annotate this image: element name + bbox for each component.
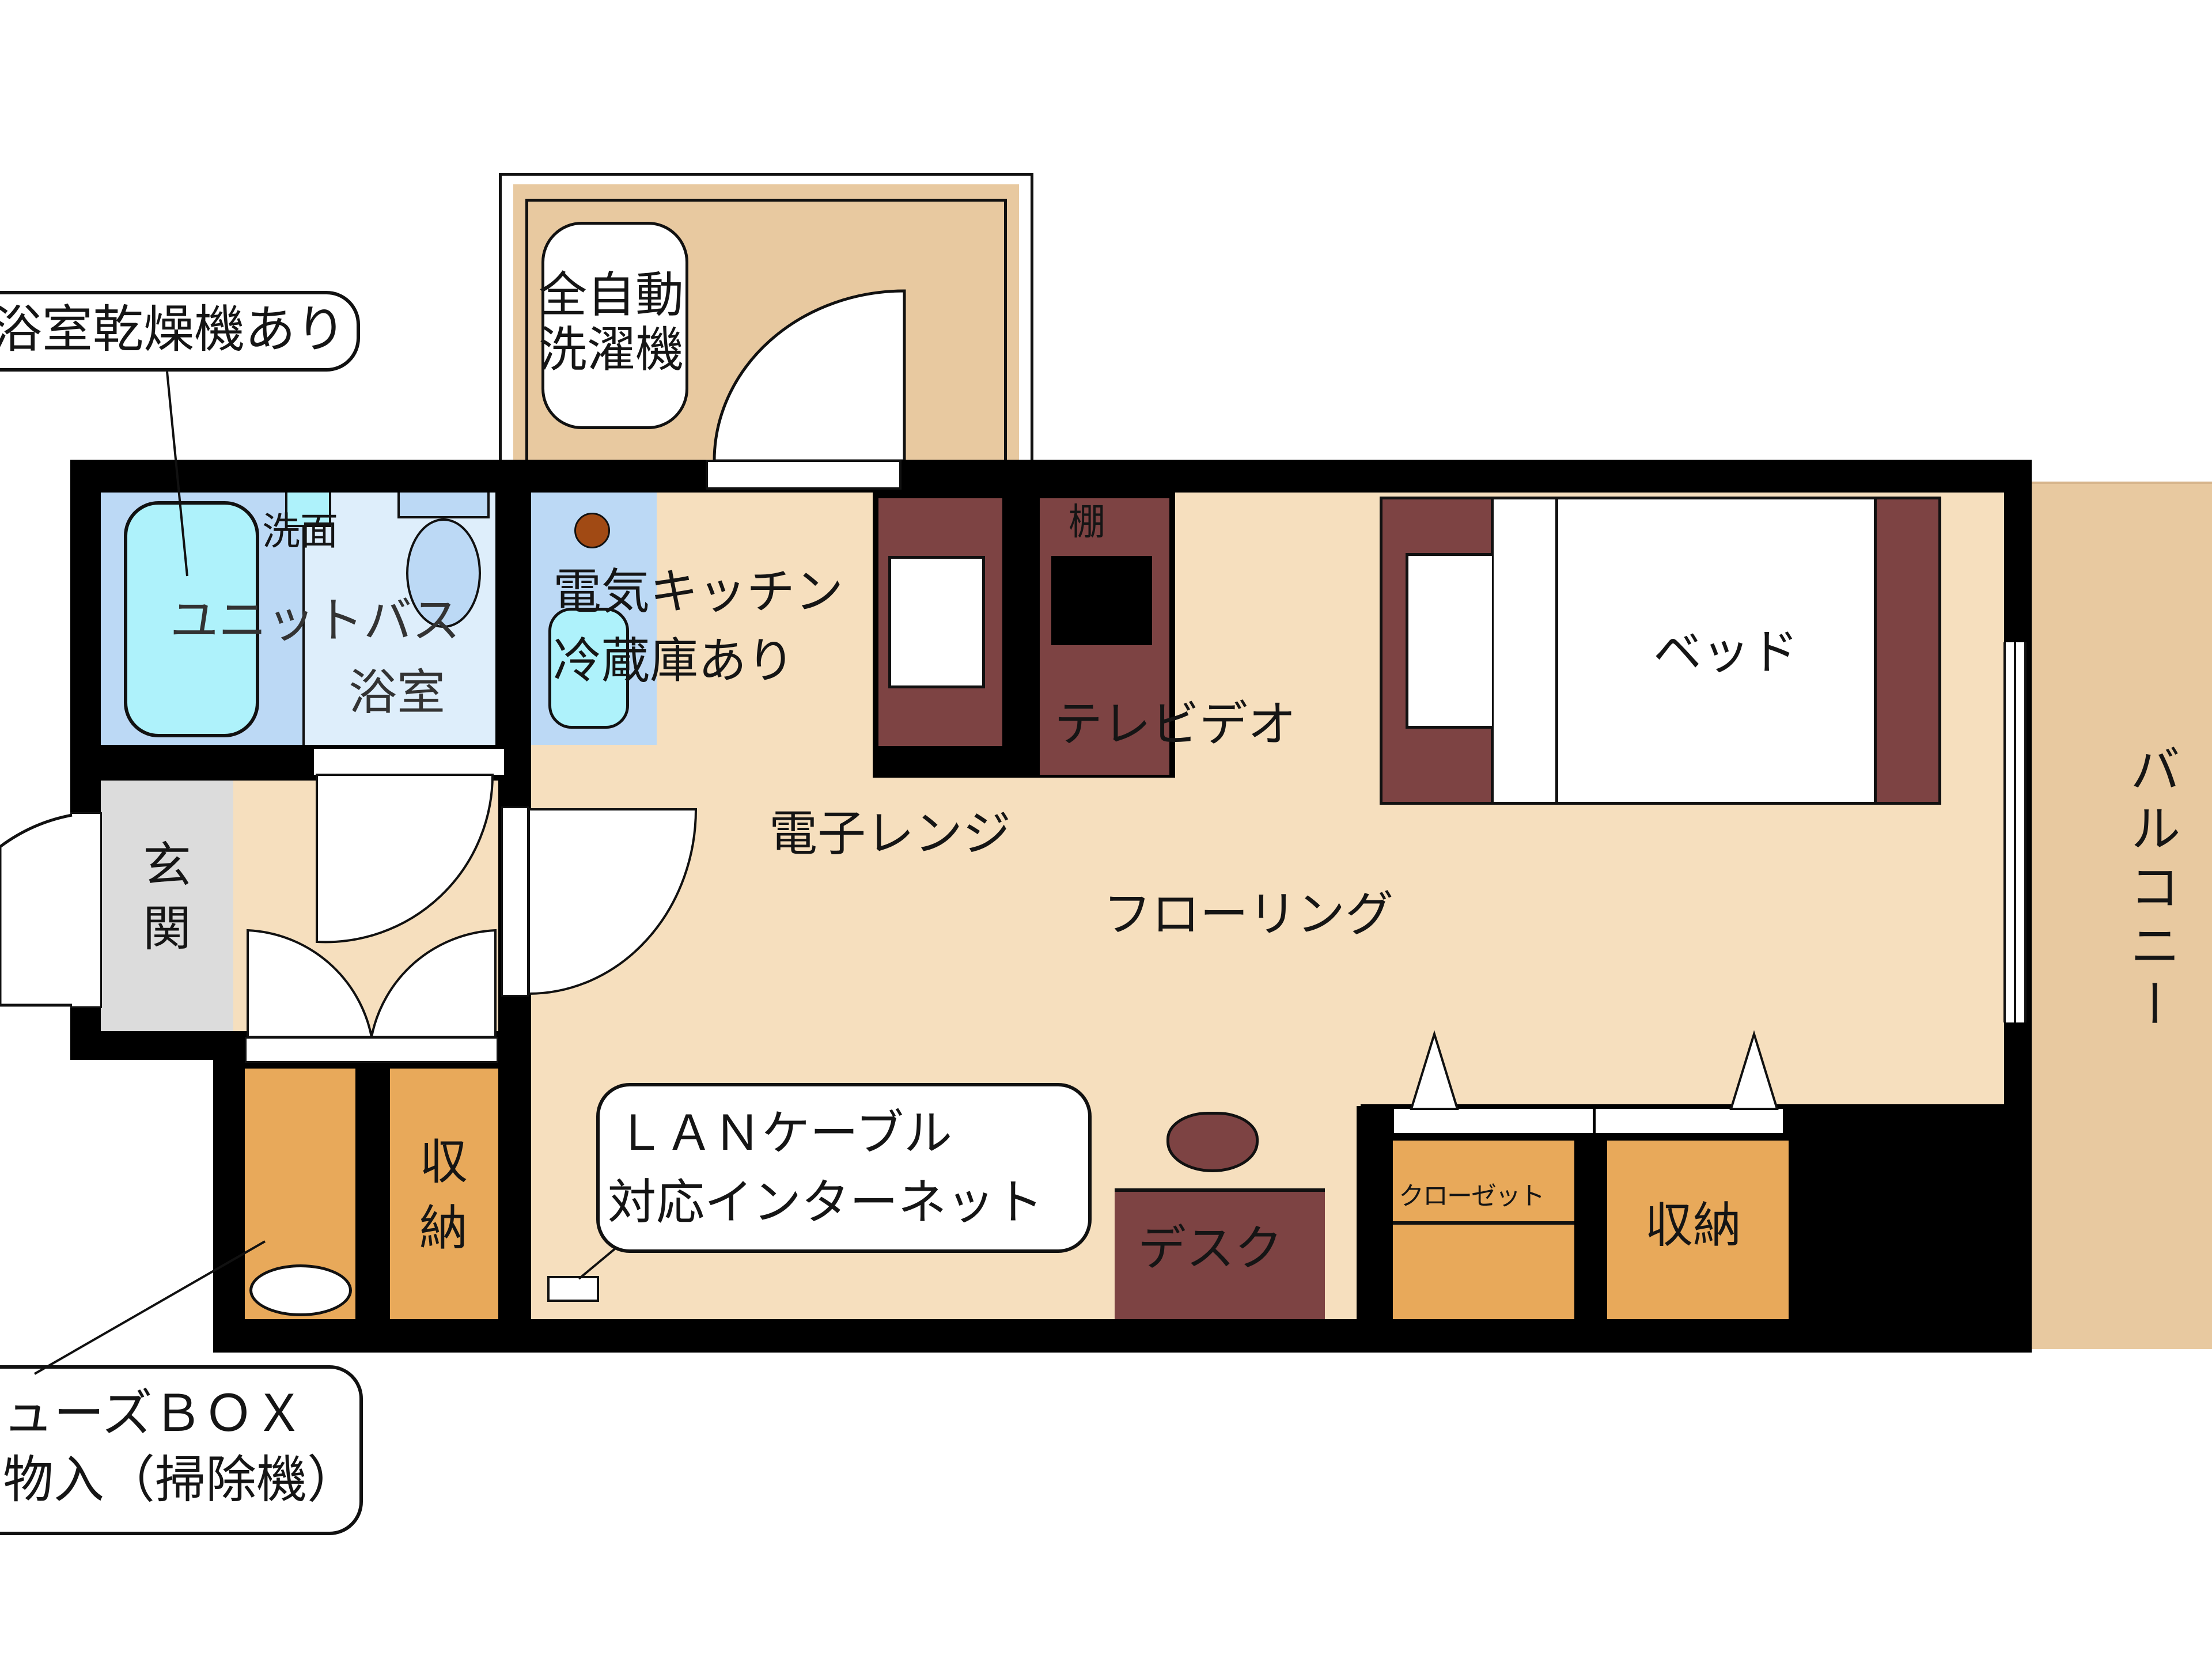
right-storage — [1607, 1141, 1789, 1319]
lan-callout-text-2: 対応インターネット — [608, 1174, 1044, 1230]
window-center-line — [2014, 642, 2016, 1022]
closet-door-track-2 — [1596, 1109, 1783, 1133]
bath-door-swing-icon — [316, 774, 494, 944]
front-door-opening — [70, 812, 102, 1008]
storage-door-track — [245, 1037, 498, 1063]
storage-double-door-icon — [247, 929, 497, 1038]
closet — [1393, 1141, 1574, 1319]
flooring-label: フローリング — [1103, 886, 1394, 942]
fuse-box-callout-pointer — [34, 1240, 266, 1375]
living-door-swing-icon — [528, 808, 698, 995]
fuse-box-icon — [249, 1264, 352, 1316]
microwave-label: 電子レンジ — [769, 805, 1012, 862]
laundry-door-swing-icon — [713, 289, 906, 463]
toilet-bowl — [406, 518, 481, 628]
bed-label: ベッド — [1653, 624, 1799, 680]
pillow — [1406, 553, 1492, 729]
tv-screen — [1051, 556, 1152, 645]
lan-callout-text-1: ＬＡＮケーブル — [616, 1105, 952, 1161]
balcony-label: バルコニー — [2122, 743, 2181, 1037]
desk — [1115, 1188, 1325, 1319]
bath-door-opening — [314, 749, 504, 775]
shelf-label: 棚 — [1069, 501, 1105, 544]
tv-video-label: テレビデオ — [1054, 696, 1297, 752]
fridge — [548, 608, 629, 729]
fuse-box-callout-text-2: 物入（掃除機） — [3, 1450, 358, 1509]
closet-door-hinge-1-icon — [1410, 1030, 1459, 1110]
closet-hanging-rod — [1393, 1221, 1574, 1225]
bath-dryer-callout-text: 浴室乾燥機あり — [0, 300, 347, 359]
fuse-box-callout — [0, 1365, 363, 1535]
bed-headboard-line — [1555, 497, 1558, 805]
unit-bath-label: ユニットバス — [170, 592, 461, 649]
desk-label: デスク — [1138, 1220, 1283, 1277]
toilet-tank — [397, 493, 490, 518]
entrance-label-2: 関 — [143, 900, 192, 957]
washbasin-label: 洗面 — [262, 509, 338, 554]
fridge-label: 冷蔵庫あり — [553, 632, 796, 689]
closet-door-track-1 — [1394, 1109, 1593, 1133]
washing-machine-label-2: 洗濯機 — [539, 321, 684, 378]
stove-burner-icon — [574, 513, 610, 548]
bed-mattress — [1491, 497, 1877, 805]
sink — [888, 556, 985, 688]
kitchen-label: 電気キッチン — [553, 563, 844, 620]
closet-door-hinge-2-icon — [1729, 1030, 1779, 1110]
left-storage-label-2: 納 — [419, 1200, 468, 1256]
balcony — [2032, 461, 2212, 1353]
washbasin — [285, 493, 331, 527]
bathtub — [124, 501, 259, 737]
fuse-box-callout-text-1: ューズＢＯＸ — [3, 1384, 305, 1443]
living-door-opening — [501, 806, 529, 997]
front-door-swing-icon — [0, 813, 73, 1007]
bath-dryer-callout-pointer — [166, 371, 188, 577]
right-storage-label: 収納 — [1645, 1197, 1742, 1253]
chair — [1166, 1112, 1259, 1172]
left-storage — [390, 1069, 498, 1319]
left-storage-label-1: 収 — [419, 1134, 468, 1190]
bathroom-label: 浴室 — [349, 664, 446, 721]
balcony-edge — [2032, 461, 2212, 484]
entrance — [101, 781, 233, 1031]
lan-callout — [596, 1083, 1092, 1253]
bath-dryer-callout — [0, 291, 360, 372]
entrance-label-1: 玄 — [143, 837, 192, 893]
washing-machine-label-1: 全自動 — [539, 267, 684, 323]
laundry-door-opening — [706, 460, 902, 490]
washing-machine — [541, 222, 688, 429]
closet-label: クローゼット — [1399, 1181, 1545, 1211]
lan-outlet-icon — [547, 1276, 599, 1302]
